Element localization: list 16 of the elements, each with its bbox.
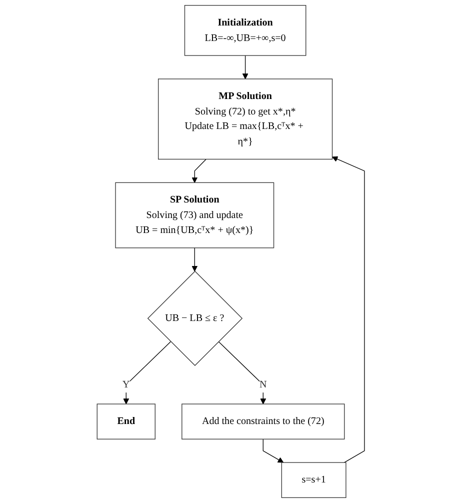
edge-label: Y — [122, 379, 130, 390]
node-box: MP Solution Solving (72) to get x*,η* Update LB = max{LB,cᵀx* + η*} — [158, 78, 333, 160]
arrow — [123, 341, 172, 404]
arrow — [192, 248, 198, 272]
node-diamond: UB − LB ≤ ε ? — [148, 270, 243, 366]
node-box: Add the constraints to the (72) — [182, 404, 345, 440]
arrow — [263, 438, 284, 463]
arrow — [242, 55, 248, 80]
arrow — [218, 341, 266, 404]
arrow — [192, 158, 207, 183]
node-box: s=s+1 — [282, 462, 346, 498]
node-box: Initialization LB=-∞,UB=+∞,s=0 — [184, 5, 306, 56]
node-box: SP Solution Solving (73) and update UB = min{UB,cᵀx* + ψ(x*)} — [115, 182, 274, 248]
arrow — [332, 156, 365, 463]
node-box: End — [97, 404, 156, 440]
edge-label: N — [260, 379, 267, 390]
